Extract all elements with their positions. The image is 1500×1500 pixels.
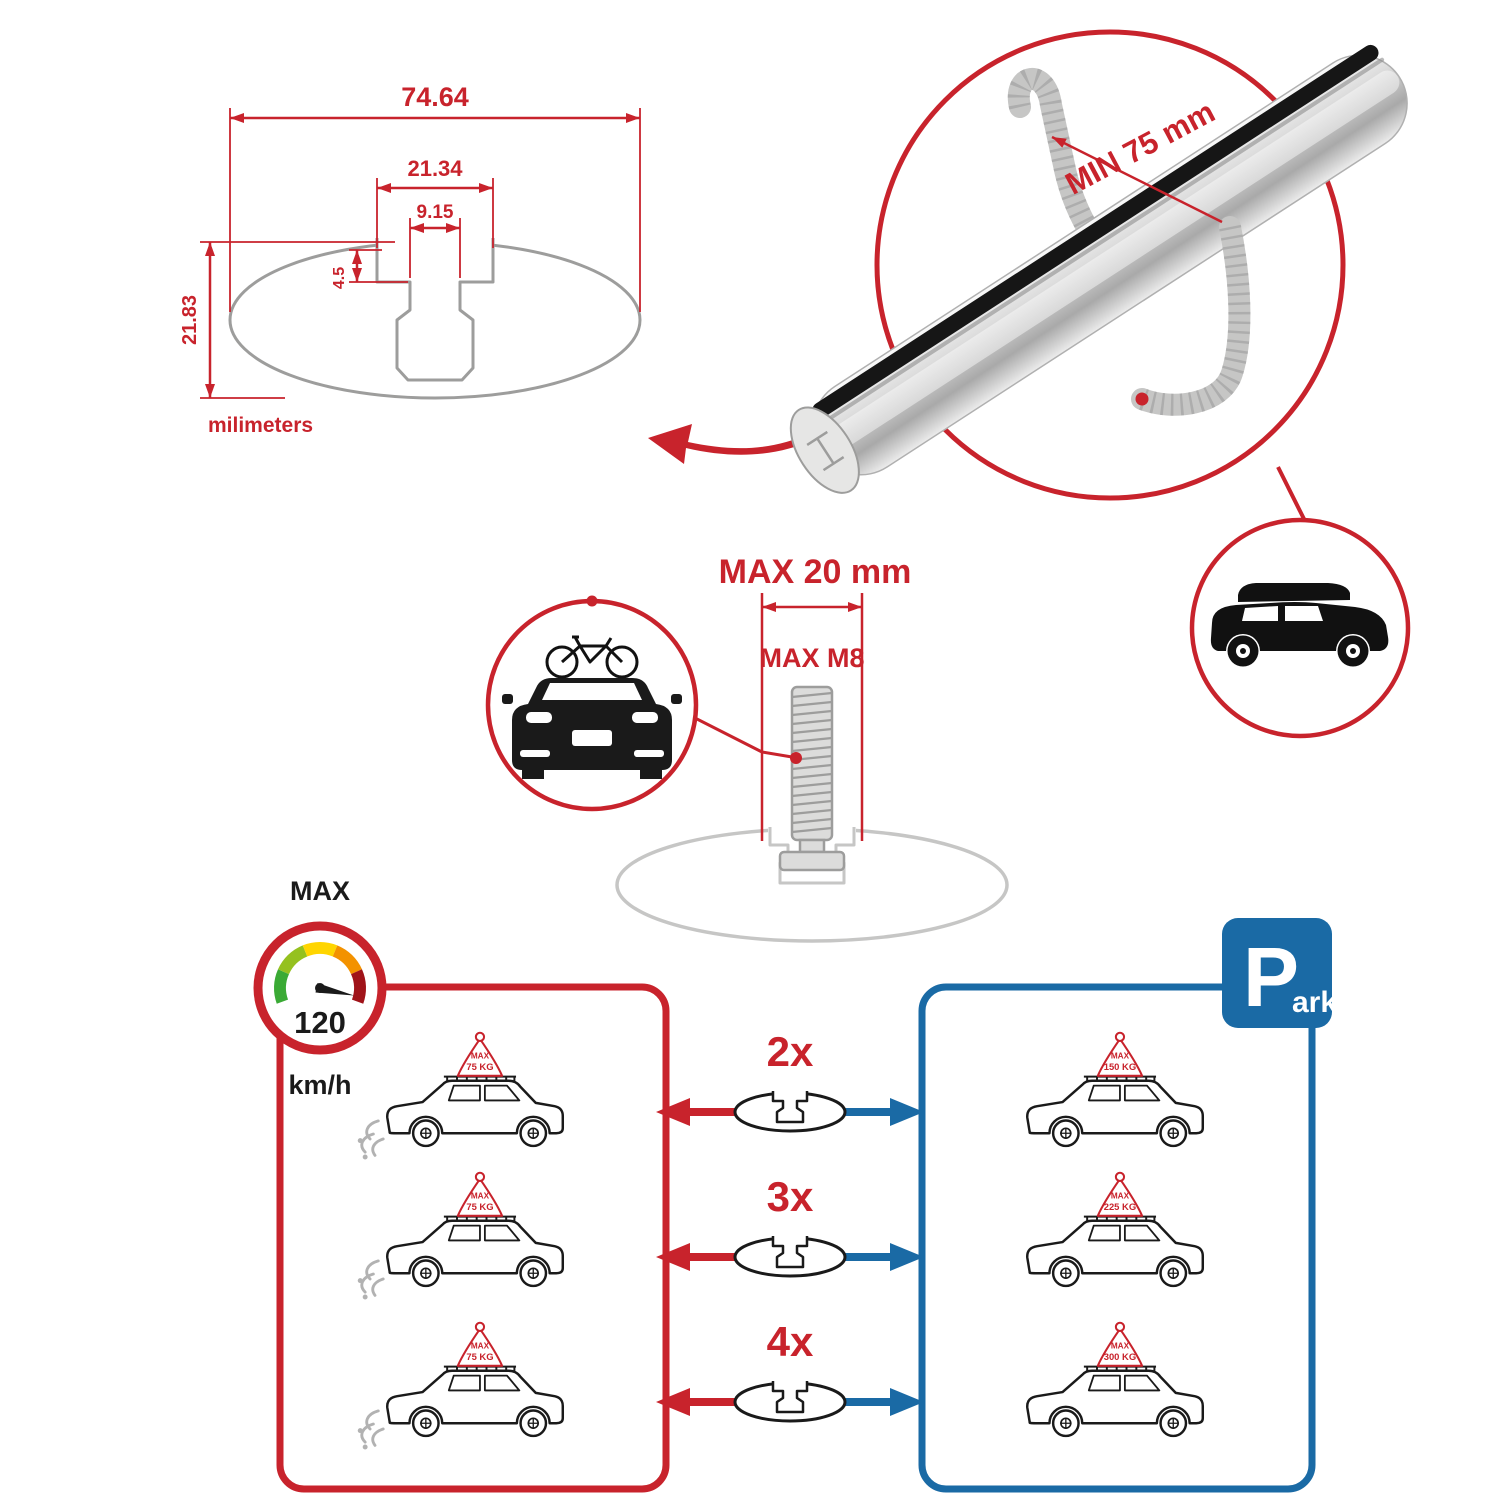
dimension-diagram: 74.64 21.34 9.15 4.5 21.83 milimeters — [179, 82, 642, 437]
car-parked-2: MAX 225 KG — [1026, 1171, 1205, 1288]
flag-weight-label: 75 KG — [466, 1061, 493, 1072]
suv-icon — [1026, 1321, 1205, 1438]
parking-letter: P — [1243, 930, 1299, 1024]
rubber-strap-front-icon — [1131, 216, 1251, 416]
parking-box — [918, 983, 1316, 1493]
speed-max-label: MAX — [290, 876, 350, 906]
speedometer-needle-icon — [315, 983, 354, 996]
car-parked-1: MAX 150 KG — [1026, 1031, 1205, 1148]
bolt-icon — [778, 685, 846, 872]
speedometer-icon: 120 — [253, 921, 387, 1055]
car-front-icon — [502, 678, 682, 779]
multiplier-label: 4x — [767, 1318, 814, 1365]
speed-value: 120 — [294, 1005, 346, 1040]
arrow-right-head-icon — [890, 1098, 924, 1126]
crossbar-detail-view: MIN 75 mm — [789, 29, 1411, 739]
car-driving-1: MAX 75 KG — [356, 1031, 565, 1161]
suv-icon — [386, 1171, 565, 1288]
units-label: milimeters — [208, 414, 313, 437]
dim-slot-inner: 9.15 — [417, 202, 454, 223]
bicycle-icon — [545, 635, 639, 679]
capacity-diagram: P ark 2x 3x 4x — [253, 876, 1337, 1493]
max-thread-label: MAX M8 — [759, 643, 864, 673]
flag-max-label: MAX — [471, 1052, 490, 1061]
min-span-arrow-icon — [1051, 135, 1223, 224]
profile-cross-section-icon — [733, 1377, 847, 1423]
row-3x: 3x — [656, 1173, 924, 1278]
suv-icon — [1026, 1031, 1205, 1148]
car-front-circle — [485, 595, 699, 812]
multiplier-label: 3x — [767, 1173, 814, 1220]
suv-icon — [386, 1031, 565, 1148]
connector-line — [1276, 466, 1308, 524]
row-4x: 4x — [656, 1318, 924, 1423]
suv-roofbox-icon — [1189, 517, 1411, 739]
bolt-diagram: MAX 20 mm MAX M8 — [485, 553, 1009, 943]
flag-weight-label: 225 KG — [1104, 1201, 1136, 1212]
dim-total-height: 21.83 — [179, 295, 201, 345]
parking-sign: P ark — [1222, 918, 1337, 1028]
arrow-left-head-icon — [656, 1098, 690, 1126]
flag-weight-label: 75 KG — [466, 1201, 493, 1212]
leader-line — [692, 715, 793, 759]
car-driving-2: MAX 75 KG — [356, 1171, 565, 1301]
arrow-left-head-icon — [656, 1243, 690, 1271]
multiplier-label: 2x — [767, 1028, 814, 1075]
flag-max-label: MAX — [1111, 1052, 1130, 1061]
profile-cross-section-icon — [733, 1087, 847, 1133]
flag-weight-label: 150 KG — [1104, 1061, 1136, 1072]
profile-cross-section-icon — [733, 1232, 847, 1278]
leader-dot — [790, 752, 802, 764]
dim-slot-depth: 4.5 — [331, 267, 348, 289]
flag-weight-label: 75 KG — [466, 1351, 493, 1362]
arrow-right-head-icon — [890, 1243, 924, 1271]
crossbar-icon — [789, 44, 1408, 494]
pointer-arrow-icon — [648, 400, 868, 464]
arrow-left-head-icon — [656, 1388, 690, 1416]
parking-suffix: ark — [1292, 986, 1337, 1019]
motion-lines-icon — [356, 1259, 385, 1301]
flag-max-label: MAX — [471, 1192, 490, 1201]
car-driving-3: MAX 75 KG — [356, 1321, 565, 1451]
motion-lines-icon — [356, 1119, 385, 1161]
profile-drawing-icon — [228, 234, 642, 400]
max-width-label: MAX 20 mm — [719, 553, 912, 591]
dim-slot-outer: 21.34 — [407, 156, 463, 181]
suv-icon — [1026, 1171, 1205, 1288]
arrow-right-head-icon — [890, 1388, 924, 1416]
motion-lines-icon — [356, 1409, 385, 1451]
flag-max-label: MAX — [1111, 1192, 1130, 1201]
suv-icon — [386, 1321, 565, 1438]
flag-weight-label: 300 KG — [1104, 1351, 1136, 1362]
speed-units: km/h — [288, 1070, 351, 1100]
row-2x: 2x — [656, 1028, 924, 1133]
flag-max-label: MAX — [471, 1342, 490, 1351]
car-parked-3: MAX 300 KG — [1026, 1321, 1205, 1438]
dim-total-width: 74.64 — [401, 82, 469, 112]
driving-box — [276, 983, 670, 1493]
flag-max-label: MAX — [1111, 1342, 1130, 1351]
